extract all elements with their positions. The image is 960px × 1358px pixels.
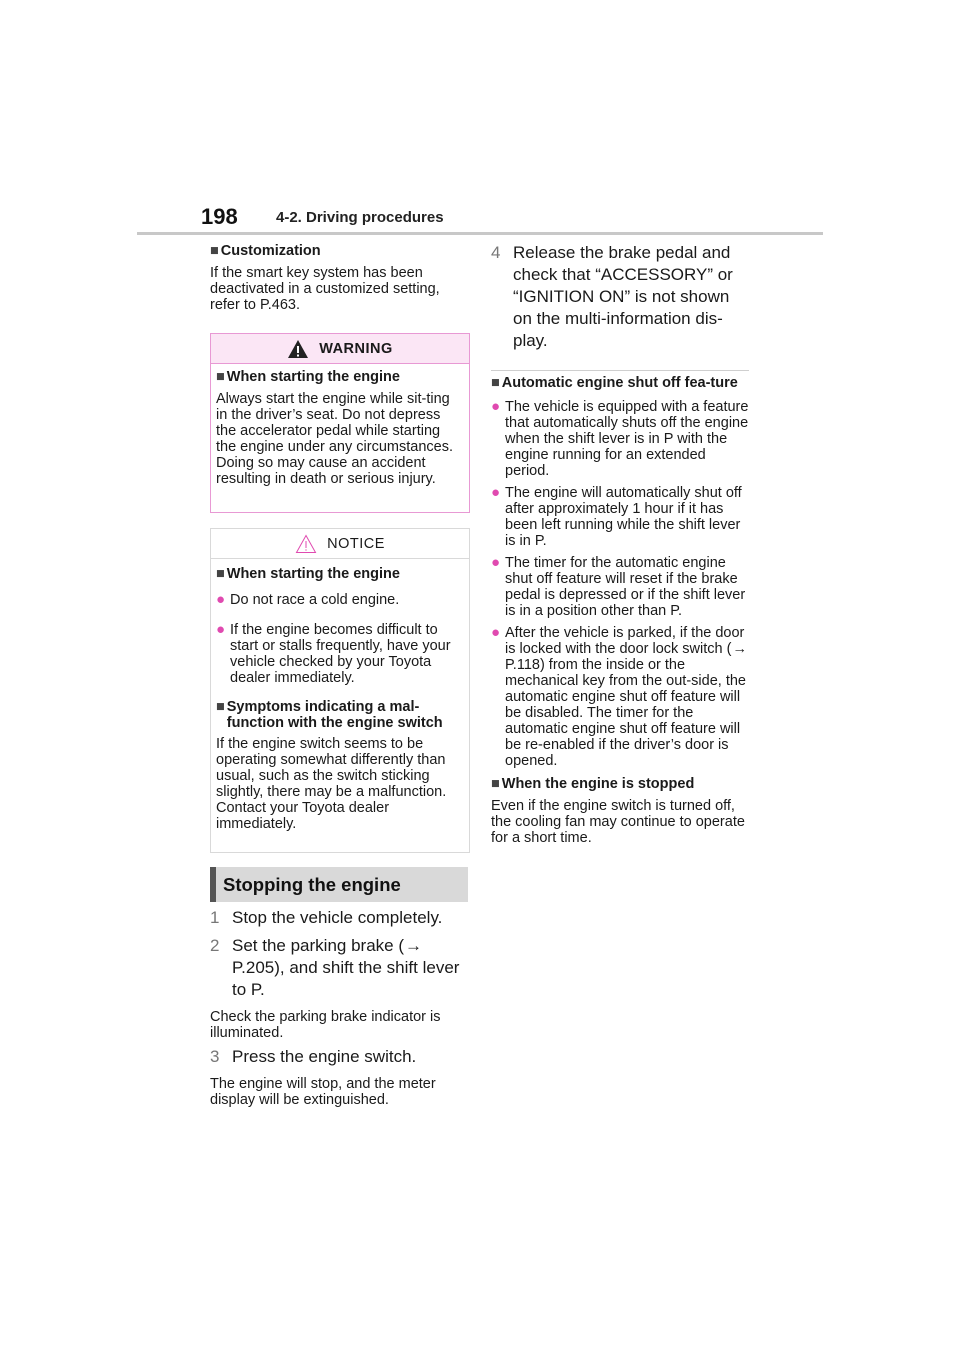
notice-label: NOTICE (327, 535, 385, 552)
customization-text: If the smart key system has been deactiv… (210, 265, 440, 313)
warning-triangle-icon (288, 339, 309, 358)
warning-text-2: Doing so may cause an accident resulting… (216, 455, 436, 487)
warning-header: WARNING (211, 334, 469, 364)
list-item: ● The timer for the automatic engine shu… (491, 554, 746, 620)
auto-shutoff-heading: ■ Automatic engine shut off fea-ture (491, 375, 738, 391)
right-arrow-icon: → (404, 936, 422, 955)
warning-heading: ■ When starting the engine (216, 369, 400, 385)
header-rule (137, 232, 823, 235)
page-number: 198 (201, 204, 238, 229)
step-2: 2 Set the parking brake (→P.205), and sh… (210, 936, 460, 999)
customization-block: ■ Customization If the smart key system … (210, 243, 468, 313)
step-1: 1 Stop the vehicle completely. (210, 908, 443, 927)
square-bullet-icon: ■ (210, 243, 219, 259)
list-item: ● Do not race a cold engine. (216, 591, 400, 609)
list-item: ● The vehicle is equipped with a feature… (491, 398, 749, 480)
square-bullet-icon: ■ (216, 566, 225, 582)
square-bullet-icon: ■ (491, 776, 500, 792)
step-2-note: Check the parking brake indicator is ill… (210, 1009, 441, 1041)
square-bullet-icon: ■ (216, 699, 225, 715)
bullet-dot-icon: ● (216, 621, 226, 638)
customization-heading: ■ Customization (210, 243, 321, 259)
step-3: 3 Press the engine switch. (210, 1047, 417, 1066)
band-accent (210, 867, 216, 902)
divider (491, 370, 749, 371)
square-bullet-icon: ■ (216, 369, 225, 385)
list-item: ● If the engine becomes difficult to sta… (216, 621, 451, 687)
bullet-dot-icon: ● (491, 554, 501, 571)
engine-stopped-heading: ■ When the engine is stopped (491, 776, 695, 792)
right-arrow-icon: → (732, 641, 747, 657)
section-title: 4-2. Driving procedures (276, 209, 444, 226)
notice-box: NOTICE ■ When starting the engine ● Do n… (210, 528, 470, 853)
warning-box: WARNING ■ When starting the engine Alway… (210, 333, 470, 513)
section-band: Stopping the engine (210, 867, 468, 902)
notice-header: NOTICE (211, 529, 469, 559)
page-ref: P.118 (505, 657, 540, 673)
square-bullet-icon: ■ (491, 375, 500, 391)
list-item: ● After the vehicle is parked, if the do… (491, 624, 747, 770)
engine-stopped-text: Even if the engine switch is turned off,… (491, 798, 745, 846)
bullet-dot-icon: ● (491, 484, 501, 501)
warning-label: WARNING (319, 340, 393, 357)
bullet-dot-icon: ● (491, 398, 501, 415)
notice-heading-2: ■ Symptoms indicating a mal-function wit… (216, 699, 443, 731)
notice-triangle-icon (295, 533, 317, 553)
page-header: 198 4-2. Driving procedures (0, 0, 960, 240)
bullet-dot-icon: ● (216, 591, 226, 608)
bullet-dot-icon: ● (491, 624, 501, 641)
page-ref: P.205 (232, 958, 275, 977)
notice-text-2: If the engine switch seems to be operati… (216, 736, 447, 832)
notice-heading: ■ When starting the engine (216, 566, 400, 582)
list-item: ● The engine will automatically shut off… (491, 484, 742, 550)
warning-text: Always start the engine while sit-ting i… (216, 391, 453, 455)
step-3-note: The engine will stop, and the meter disp… (210, 1076, 436, 1108)
step-4: 4 Release the brake pedal and check that… (491, 243, 733, 350)
auto-shutoff-block: ■ Automatic engine shut off fea-ture ● T… (491, 375, 749, 846)
band-title: Stopping the engine (223, 873, 401, 895)
